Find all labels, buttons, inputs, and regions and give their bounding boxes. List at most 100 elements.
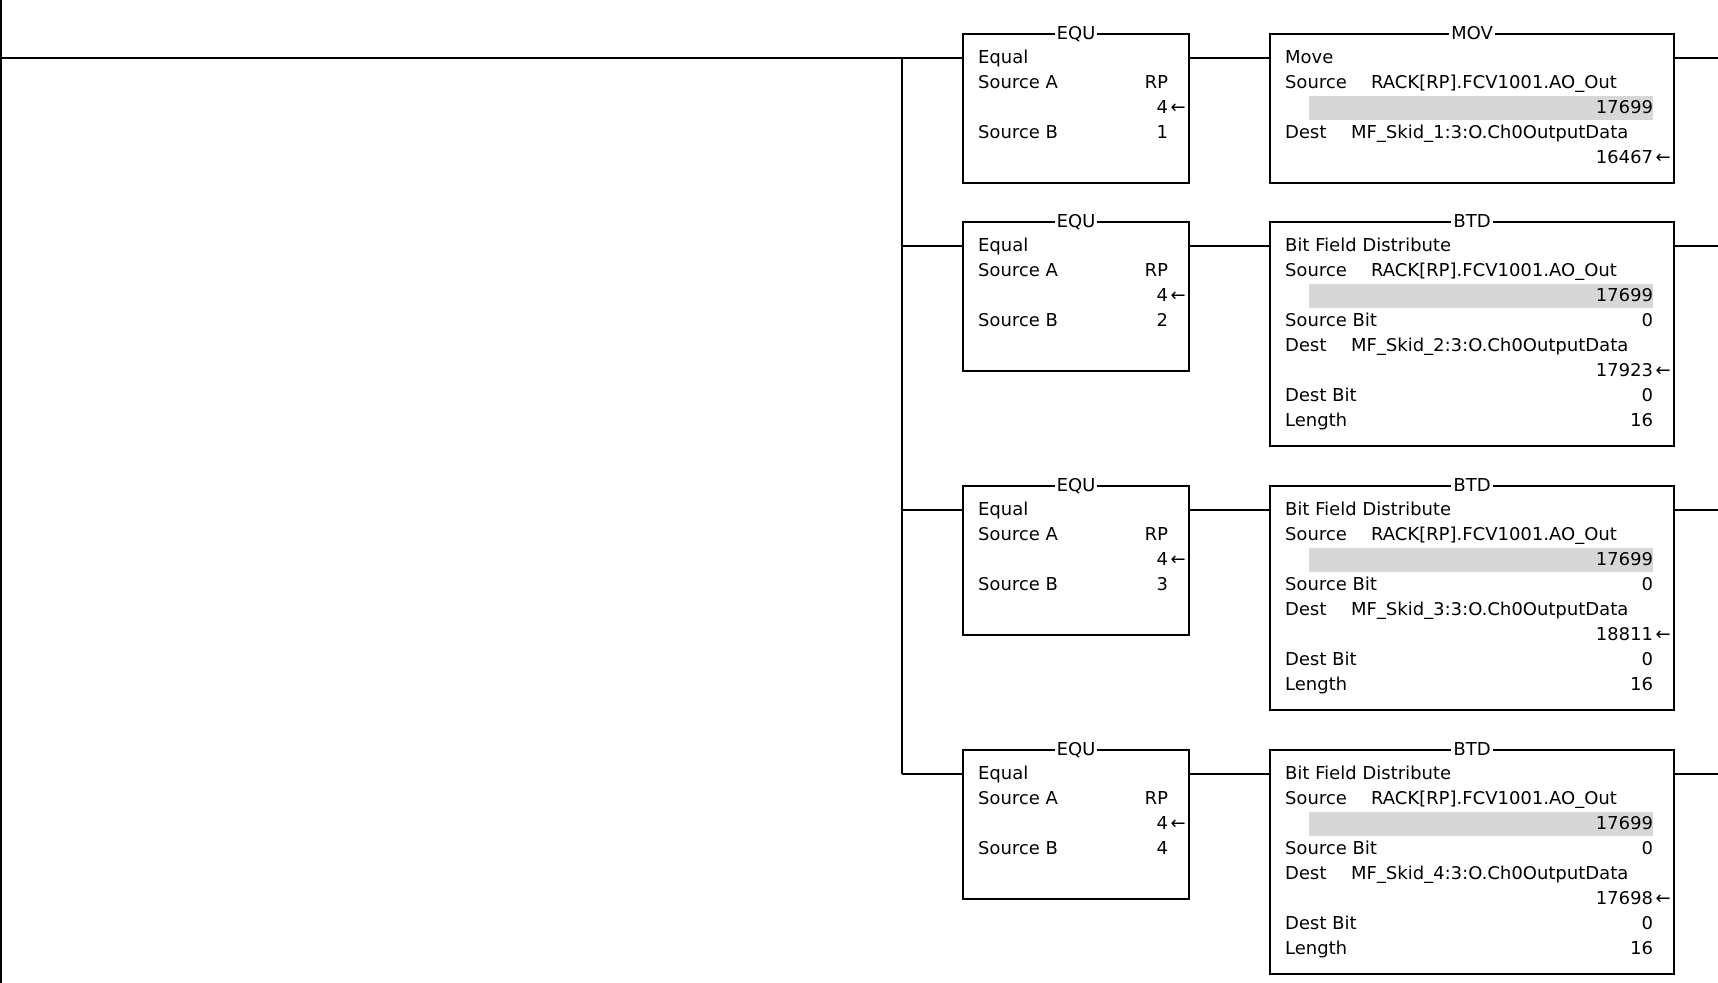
- source-b-value[interactable]: 4: [1156, 838, 1168, 859]
- length-label: Length: [1285, 674, 1348, 695]
- block-description: Move: [1285, 47, 1334, 68]
- value-arrow-icon: ←: [1170, 813, 1186, 834]
- block-title: EQU: [1054, 211, 1098, 232]
- source-tag[interactable]: RACK[RP].FCV1001.AO_Out: [1371, 260, 1617, 281]
- block-title: BTD: [1451, 475, 1493, 496]
- length-value[interactable]: 16: [1630, 410, 1653, 431]
- block-title: MOV: [1449, 23, 1495, 44]
- block-title: EQU: [1054, 23, 1098, 44]
- length-label: Length: [1285, 410, 1348, 431]
- source-a-value: 4←: [1157, 284, 1186, 308]
- block-description: Equal: [978, 763, 1029, 784]
- source-value: 17699: [1595, 549, 1653, 570]
- dest-bit-value[interactable]: 0: [1641, 649, 1653, 670]
- source-a-value: 4←: [1157, 548, 1186, 572]
- source-a-tag[interactable]: RP: [1144, 524, 1168, 545]
- dest-value: 17698←: [1596, 887, 1671, 911]
- dest-tag[interactable]: MF_Skid_3:3:O.Ch0OutputData: [1351, 599, 1629, 620]
- source-value: 17699: [1595, 813, 1653, 834]
- source-value-highlight: [1309, 812, 1653, 836]
- source-bit-value[interactable]: 0: [1641, 574, 1653, 595]
- value-arrow-icon: ←: [1655, 624, 1671, 645]
- dest-label: Dest: [1285, 335, 1327, 356]
- source-a-value: 4←: [1157, 96, 1186, 120]
- dest-label: Dest: [1285, 863, 1327, 884]
- source-b-label: Source B: [978, 574, 1058, 595]
- value-arrow-icon: ←: [1655, 888, 1671, 909]
- block-description: Equal: [978, 235, 1029, 256]
- dest-value: 16467←: [1596, 146, 1671, 170]
- value-arrow-icon: ←: [1170, 549, 1186, 570]
- length-value[interactable]: 16: [1630, 938, 1653, 959]
- dest-bit-value[interactable]: 0: [1641, 385, 1653, 406]
- block-description: Equal: [978, 499, 1029, 520]
- block-title: EQU: [1054, 739, 1098, 760]
- source-bit-label: Source Bit: [1285, 574, 1377, 595]
- source-bit-label: Source Bit: [1285, 310, 1377, 331]
- source-a-label: Source A: [978, 524, 1058, 545]
- dest-tag[interactable]: MF_Skid_2:3:O.Ch0OutputData: [1351, 335, 1629, 356]
- source-b-label: Source B: [978, 310, 1058, 331]
- btd-block[interactable]: BTD Bit Field Distribute Source RACK[RP].…: [1269, 211, 1675, 447]
- block-title: BTD: [1451, 211, 1493, 232]
- source-a-label: Source A: [978, 788, 1058, 809]
- block-description: Bit Field Distribute: [1285, 763, 1452, 784]
- dest-bit-value[interactable]: 0: [1641, 913, 1653, 934]
- dest-bit-label: Dest Bit: [1285, 913, 1357, 934]
- dest-label: Dest: [1285, 122, 1327, 143]
- block-description: Bit Field Distribute: [1285, 499, 1452, 520]
- source-value: 17699: [1595, 97, 1653, 118]
- equ-block[interactable]: EQU Equal Source A RP 4← Source B 1: [962, 23, 1190, 184]
- source-value: 17699: [1595, 285, 1653, 306]
- equ-block[interactable]: EQU Equal Source A RP 4← Source B 4: [962, 739, 1190, 900]
- dest-tag[interactable]: MF_Skid_1:3:O.Ch0OutputData: [1351, 122, 1629, 143]
- dest-tag[interactable]: MF_Skid_4:3:O.Ch0OutputData: [1351, 863, 1629, 884]
- source-a-label: Source A: [978, 72, 1058, 93]
- source-b-value[interactable]: 2: [1156, 310, 1168, 331]
- block-description: Bit Field Distribute: [1285, 235, 1452, 256]
- source-a-tag[interactable]: RP: [1144, 72, 1168, 93]
- block-title: BTD: [1451, 739, 1493, 760]
- source-value-highlight: [1309, 284, 1653, 308]
- branch-wires: [902, 57, 1718, 775]
- source-a-label: Source A: [978, 260, 1058, 281]
- equ-block[interactable]: EQU Equal Source A RP 4← Source B 2: [962, 211, 1190, 372]
- source-b-value[interactable]: 1: [1156, 122, 1168, 143]
- dest-value: 17923←: [1596, 359, 1671, 383]
- value-arrow-icon: ←: [1655, 360, 1671, 381]
- source-value-highlight: [1309, 548, 1653, 572]
- source-tag[interactable]: RACK[RP].FCV1001.AO_Out: [1371, 524, 1617, 545]
- source-bit-value[interactable]: 0: [1641, 838, 1653, 859]
- dest-bit-label: Dest Bit: [1285, 649, 1357, 670]
- source-b-label: Source B: [978, 838, 1058, 859]
- source-bit-label: Source Bit: [1285, 838, 1377, 859]
- value-arrow-icon: ←: [1655, 147, 1671, 168]
- source-a-tag[interactable]: RP: [1144, 260, 1168, 281]
- dest-bit-label: Dest Bit: [1285, 385, 1357, 406]
- source-tag[interactable]: RACK[RP].FCV1001.AO_Out: [1371, 788, 1617, 809]
- length-label: Length: [1285, 938, 1348, 959]
- source-a-value: 4←: [1157, 812, 1186, 836]
- source-tag[interactable]: RACK[RP].FCV1001.AO_Out: [1371, 72, 1617, 93]
- btd-block[interactable]: BTD Bit Field Distribute Source RACK[RP].…: [1269, 739, 1675, 975]
- source-label: Source: [1285, 72, 1347, 93]
- value-arrow-icon: ←: [1170, 97, 1186, 118]
- dest-value: 18811←: [1596, 623, 1671, 647]
- value-arrow-icon: ←: [1170, 285, 1186, 306]
- source-bit-value[interactable]: 0: [1641, 310, 1653, 331]
- block-description: Equal: [978, 47, 1029, 68]
- equ-block[interactable]: EQU Equal Source A RP 4← Source B 3: [962, 475, 1190, 636]
- source-value-highlight: [1309, 96, 1653, 120]
- source-label: Source: [1285, 524, 1347, 545]
- source-label: Source: [1285, 788, 1347, 809]
- block-title: EQU: [1054, 475, 1098, 496]
- length-value[interactable]: 16: [1630, 674, 1653, 695]
- dest-label: Dest: [1285, 599, 1327, 620]
- source-b-value[interactable]: 3: [1156, 574, 1168, 595]
- btd-block[interactable]: BTD Bit Field Distribute Source RACK[RP].…: [1269, 475, 1675, 711]
- source-b-label: Source B: [978, 122, 1058, 143]
- source-a-tag[interactable]: RP: [1144, 788, 1168, 809]
- source-label: Source: [1285, 260, 1347, 281]
- mov-block[interactable]: MOV Move Source RACK[RP].FCV1001.AO_Out 1…: [1269, 23, 1675, 184]
